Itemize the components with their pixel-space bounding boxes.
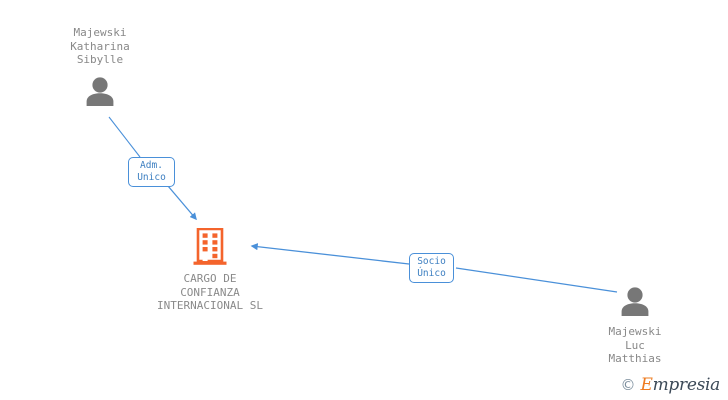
person-top-left-avatar[interactable] — [20, 76, 180, 106]
relation-label-adm-unico-text: Adm. Unico — [137, 159, 166, 184]
edge-line-adm-in — [108, 116, 141, 158]
edge-line-adm-out — [167, 185, 197, 221]
watermark: © Empresia — [620, 377, 720, 394]
brand-rest: mpresia — [652, 375, 721, 395]
person-top-left-label: Majewski Katharina Sibylle — [70, 26, 130, 66]
person-icon — [621, 287, 649, 316]
company-building-icon-wrap[interactable] — [130, 228, 290, 266]
person-icon — [86, 76, 114, 106]
brand-initial: E — [640, 375, 653, 395]
person-bottom-right-avatar[interactable] — [545, 286, 725, 316]
relation-label-socio-unico-text: Socio Único — [417, 255, 446, 280]
node-person-top-left[interactable]: Majewski Katharina Sibylle — [20, 26, 180, 106]
relation-label-adm-unico[interactable]: Adm. Unico — [128, 157, 175, 187]
company-center-label: CARGO DE CONFIANZA INTERNACIONAL SL — [157, 272, 263, 312]
brand-logo: Empresia — [640, 377, 720, 394]
copyright-icon: © — [620, 376, 636, 394]
relation-label-socio-unico[interactable]: Socio Único — [409, 253, 454, 283]
node-company-center[interactable]: CARGO DE CONFIANZA INTERNACIONAL SL — [130, 228, 290, 313]
person-bottom-right-label: Majewski Luc Matthias — [608, 325, 662, 365]
building-icon — [193, 228, 227, 265]
node-person-bottom-right[interactable]: Majewski Luc Matthias — [545, 286, 725, 366]
